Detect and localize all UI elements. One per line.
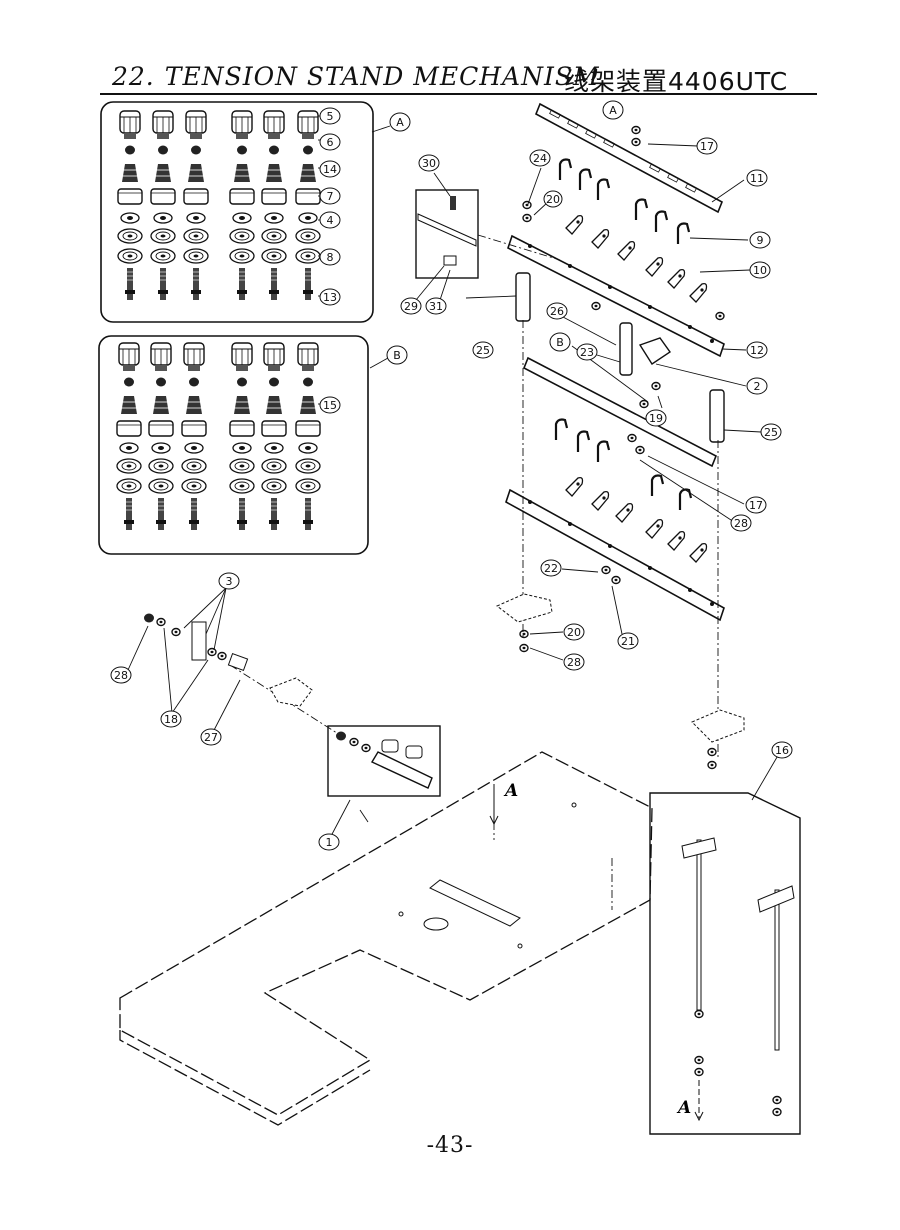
- machine-table-outline: [119, 751, 653, 1126]
- callout-28-left: 28: [114, 669, 128, 682]
- callout-29: 29: [404, 300, 418, 313]
- callout-22: 22: [544, 562, 558, 575]
- callout-19: 19: [649, 412, 663, 425]
- upper-base-plate: [507, 234, 725, 358]
- tension-post-b6: [295, 342, 321, 531]
- callout-25-left: 25: [476, 344, 490, 357]
- tension-post-a5: [261, 110, 287, 301]
- inset-detail-box: [415, 189, 479, 279]
- callout-28-lower: 28: [567, 656, 581, 669]
- callout-26: 26: [550, 305, 564, 318]
- tension-post-a3: [183, 110, 209, 301]
- callout-17-lower: 17: [749, 499, 763, 512]
- tension-post-b2: [148, 342, 174, 531]
- assembly-marker-a-stand: A: [609, 104, 617, 117]
- callout-11: 11: [750, 172, 764, 185]
- title-chinese: 线架装置4406UTC: [564, 67, 789, 96]
- tension-assembly-panel-a: [100, 101, 374, 323]
- callout-17-upper: 17: [700, 140, 714, 153]
- tension-post-b4: [229, 342, 255, 531]
- inset-detail-rod-assembly: [327, 725, 441, 797]
- callout-20-lower: 20: [567, 626, 581, 639]
- title-rule: [100, 93, 817, 95]
- callout-5-a: 5: [327, 110, 334, 123]
- callout-12: 12: [750, 344, 764, 357]
- leader-lines: [127, 115, 781, 839]
- page-number: -43-: [426, 1133, 474, 1158]
- callout-30: 30: [422, 157, 436, 170]
- callout-15: 15: [323, 399, 337, 412]
- callout-24: 24: [533, 152, 547, 165]
- inset-detail-thread-stand-rod: [649, 792, 801, 1135]
- callout-1: 1: [326, 836, 333, 849]
- callout-20-upper: 20: [546, 193, 560, 206]
- section-arrows: [489, 784, 499, 826]
- callout-4: 4: [327, 214, 334, 227]
- callout-21: 21: [621, 635, 635, 648]
- tension-post-a4: [229, 110, 255, 301]
- page-title: 22. TENSION STAND MECHANISM 线架装置4406UTC: [112, 62, 787, 96]
- callout-16: 16: [775, 744, 789, 757]
- callout-14: 14: [323, 163, 337, 176]
- callout-18: 18: [164, 713, 178, 726]
- tension-assembly-panel-b: [98, 335, 369, 555]
- callout-9: 9: [757, 234, 764, 247]
- title-english: TENSION STAND MECHANISM: [164, 62, 600, 91]
- support-pillars: [515, 272, 725, 443]
- callout-10: 10: [753, 264, 767, 277]
- tension-post-a6: [295, 110, 321, 301]
- table-slots: [398, 802, 577, 949]
- tension-post-a2: [150, 110, 176, 301]
- tension-post-b1: [116, 342, 142, 531]
- assembly-marker-b: B: [393, 349, 401, 362]
- section-number: 22.: [112, 62, 155, 91]
- callout-13: 13: [323, 291, 337, 304]
- lower-base-plate: [505, 488, 725, 622]
- tension-post-b3: [181, 342, 207, 531]
- bracket-stubs: [269, 593, 745, 743]
- callout-25-right: 25: [764, 426, 778, 439]
- callout-labels: 5 6 14 7 4 8 13 15 A B A B 17 11 9 10 12…: [114, 104, 789, 849]
- tension-post-b5: [261, 342, 287, 531]
- callout-31: 31: [429, 300, 443, 313]
- callout-2: 2: [754, 380, 761, 393]
- section-marker-a-bottom: A: [676, 1098, 691, 1118]
- upper-guide-bar: [534, 102, 724, 214]
- callout-3: 3: [226, 575, 233, 588]
- callout-6: 6: [327, 136, 334, 149]
- callout-7: 7: [327, 190, 334, 203]
- tension-post-a1: [117, 110, 143, 301]
- section-marker-a-top: A: [503, 781, 518, 801]
- callout-bubbles: [110, 100, 793, 851]
- callout-28-stand: 28: [734, 517, 748, 530]
- callout-27: 27: [204, 731, 218, 744]
- thread-stand-fastener-cluster: [144, 613, 249, 672]
- callout-23: 23: [580, 346, 594, 359]
- assembly-marker-a: A: [396, 116, 404, 129]
- callout-8: 8: [327, 251, 334, 264]
- assembly-marker-b-stand: B: [556, 336, 564, 349]
